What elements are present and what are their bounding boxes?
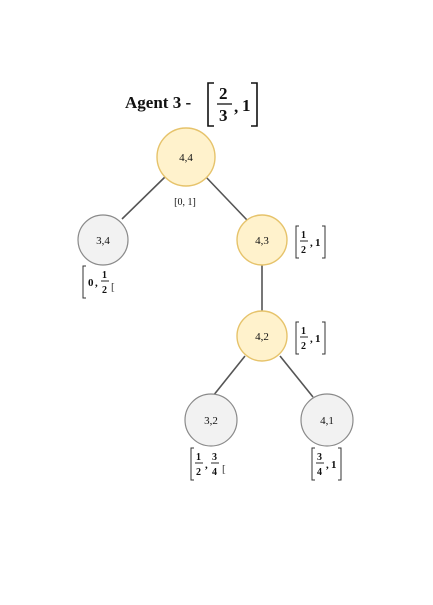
title-interval-sep: , <box>234 97 238 116</box>
interval-den2: 4 <box>212 467 217 478</box>
bracket-left <box>190 447 194 481</box>
interval-upper: 1 <box>315 237 321 249</box>
node-circle <box>184 393 238 447</box>
node-4-3-interval: 1 2 , 1 <box>295 225 326 259</box>
node-circle <box>236 214 288 266</box>
interval-den: 2 <box>196 467 201 478</box>
node-3-2: 3,2 <box>184 393 238 447</box>
interval-num: 3 <box>317 452 322 463</box>
interval-sep: , <box>310 237 313 249</box>
node-label: 3,4 <box>96 235 110 247</box>
bracket-right <box>322 225 326 259</box>
title-label: Agent 3 - <box>125 93 191 112</box>
bracket-left <box>311 447 315 481</box>
edge-42-32 <box>212 355 246 397</box>
interval-den: 2 <box>301 341 306 352</box>
interval-den: 2 <box>301 245 306 256</box>
edge-42-41 <box>279 355 314 398</box>
node-4-1-interval: 3 4 , 1 <box>311 447 342 481</box>
edge-44-43 <box>204 175 248 221</box>
node-4-3: 4,3 <box>236 214 288 266</box>
interval-lower: 0 <box>88 277 94 289</box>
node-label: 4,3 <box>255 235 269 247</box>
node-label: 4,2 <box>255 331 269 343</box>
node-circle <box>156 127 216 187</box>
title-interval-upper: 1 <box>242 96 251 115</box>
interval-sep: , <box>205 459 208 471</box>
interval-num: 1 <box>301 230 306 241</box>
node-4-1: 4,1 <box>300 393 354 447</box>
interval-num2: 3 <box>212 452 217 463</box>
node-label: 4,4 <box>179 152 193 164</box>
interval-sep: , <box>95 277 98 289</box>
bracket-left <box>295 225 299 259</box>
node-label: 4,1 <box>320 415 334 427</box>
interval-num: 1 <box>196 452 201 463</box>
interval-upper: 1 <box>315 333 321 345</box>
node-4-2-interval: 1 2 , 1 <box>295 321 326 355</box>
node-4-4-interval: [0, 1] <box>174 197 196 208</box>
interval-sep: , <box>310 333 313 345</box>
edges <box>121 175 314 398</box>
interval-den: 2 <box>102 285 107 296</box>
interval-den: 4 <box>317 467 322 478</box>
node-3-2-interval: 1 2 , 3 4 [ <box>190 447 226 481</box>
node-circle <box>77 214 129 266</box>
title-bracket-right <box>251 82 258 127</box>
node-circle <box>236 310 288 362</box>
node-4-2: 4,2 <box>236 310 288 362</box>
bracket-right <box>322 321 326 355</box>
edge-44-34 <box>121 175 167 220</box>
interval-upper: 1 <box>331 459 337 471</box>
interval-sep: , <box>326 459 329 471</box>
bracket-left <box>295 321 299 355</box>
node-3-4-interval: 0 , 1 2 [ <box>82 265 115 299</box>
interval-close: [ <box>111 281 115 293</box>
interval-close: [ <box>222 463 226 475</box>
node-label: 3,2 <box>204 415 218 427</box>
title-interval-num: 2 <box>219 84 228 103</box>
interval-num: 1 <box>102 270 107 281</box>
title-bracket-left <box>207 82 214 127</box>
node-circle <box>300 393 354 447</box>
bracket-left <box>82 265 86 299</box>
title-interval-den: 3 <box>219 106 228 125</box>
node-3-4: 3,4 <box>77 214 129 266</box>
node-4-4: 4,4 <box>156 127 216 187</box>
diagram-title: Agent 3 - 2 3 , 1 <box>125 82 258 127</box>
bracket-right <box>338 447 342 481</box>
interval-num: 1 <box>301 326 306 337</box>
